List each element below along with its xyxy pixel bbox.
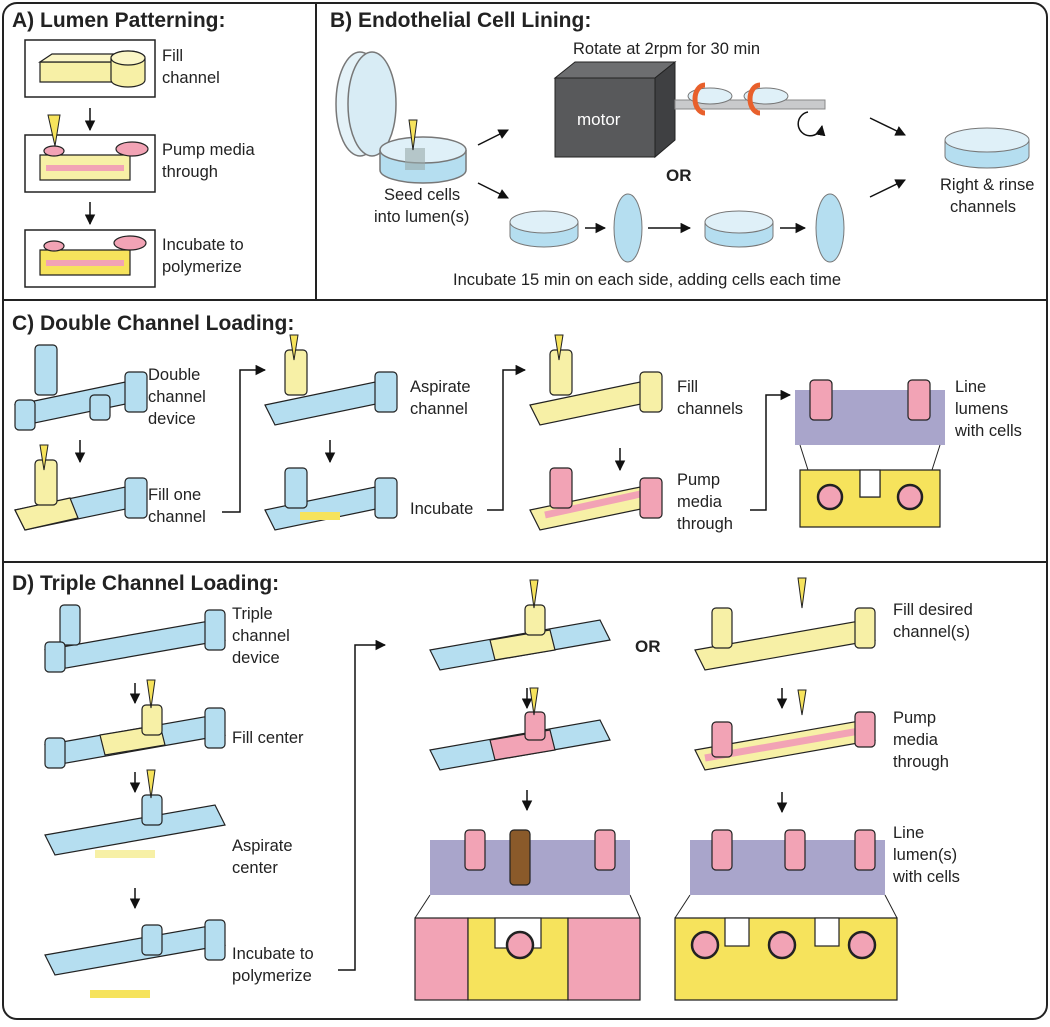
arrow-b-down: [477, 182, 509, 199]
d-right1-line2: channel(s): [893, 623, 970, 641]
d-right2-line2: media: [893, 731, 939, 749]
seed-line1: Seed cells: [384, 186, 460, 204]
device-c2: [14, 444, 148, 531]
flip-sequence: [509, 193, 845, 263]
arrow-b-up: [477, 129, 509, 146]
panel-d-or: OR: [635, 637, 661, 656]
d-left2-line1: Fill center: [232, 729, 304, 747]
device-c3: [264, 334, 398, 426]
rotating-dishes: [687, 82, 789, 116]
device-d5: [429, 579, 611, 671]
device-c4: [264, 467, 398, 531]
rotate-arrow-icon: [797, 111, 826, 137]
lumen-device-gel: [38, 50, 146, 88]
device-c5: [529, 334, 663, 426]
c-step1-line3: device: [148, 410, 196, 428]
device-d9: [694, 689, 876, 771]
c-step3-line2: channel: [410, 400, 468, 418]
arrow-b-right-bottom: [869, 179, 906, 198]
d-right3-line1: Line: [893, 824, 924, 842]
c-step7-line2: lumens: [955, 400, 1008, 418]
c-step3-line1: Aspirate: [410, 378, 471, 396]
device-c7: [795, 379, 945, 528]
device-d4: [44, 919, 226, 998]
lumen-device-pumped: [39, 114, 149, 181]
rinsed-dish: [944, 127, 1030, 169]
c-step7-line1: Line: [955, 378, 986, 396]
d-left1-line3: device: [232, 649, 280, 667]
d-left1-line2: channel: [232, 627, 290, 645]
panel-b-title: B) Endothelial Cell Lining:: [330, 9, 591, 32]
panel-a-step2-line2: through: [162, 163, 218, 181]
d-right2-line3: through: [893, 753, 949, 771]
dish-lid-standing: [335, 51, 397, 157]
panel-c-title: C) Double Channel Loading:: [12, 312, 294, 335]
motor-box: [553, 60, 677, 159]
seed-line2: into lumen(s): [374, 208, 469, 226]
panel-a-step3-line1: Incubate to: [162, 236, 244, 254]
d-right2-line1: Pump: [893, 709, 936, 727]
c-step1-line1: Double: [148, 366, 200, 384]
device-d1: [44, 604, 226, 673]
panel-a-title: A) Lumen Patterning:: [12, 9, 226, 32]
panel-d: D) Triple Channel Loading: Triple channe…: [12, 572, 973, 1001]
c-step4-line1: Incubate: [410, 500, 473, 518]
c-step6-line3: through: [677, 515, 733, 533]
right-line1: Right & rinse: [940, 176, 1034, 194]
panel-b-or: OR: [666, 166, 692, 185]
device-c1: [14, 344, 148, 431]
c-step5-line1: Fill: [677, 378, 698, 396]
device-d3: [44, 769, 226, 858]
rotate-label: Rotate at 2rpm for 30 min: [573, 40, 760, 58]
device-d2: [44, 679, 226, 769]
d-right3-line2: lumen(s): [893, 846, 957, 864]
d-right3-line3: with cells: [892, 868, 960, 886]
device-d8: [694, 577, 876, 671]
c-step7-line3: with cells: [954, 422, 1022, 440]
lumen-device-polymerized: [39, 235, 147, 276]
arrow-d-flow: [338, 639, 387, 971]
dish-with-device: [379, 119, 467, 184]
c-step6-line2: media: [677, 493, 723, 511]
device-c6: [529, 467, 663, 531]
device-d6: [429, 687, 611, 771]
panel-b: B) Endothelial Cell Lining: Rotate at 2r…: [330, 9, 1034, 289]
panel-a-step2-line1: Pump media: [162, 141, 255, 159]
d-left1-line1: Triple: [232, 605, 273, 623]
c-step6-line1: Pump: [677, 471, 720, 489]
c-step5-line2: channels: [677, 400, 743, 418]
arrow-c-flow2: [487, 364, 527, 511]
d-left3-line1: Aspirate: [232, 837, 293, 855]
panel-c: C) Double Channel Loading: Double channe…: [12, 312, 1022, 533]
c-step2-line2: channel: [148, 508, 206, 526]
device-d10: [674, 829, 898, 1001]
panel-a-step3-line2: polymerize: [162, 258, 242, 276]
device-d7: [414, 829, 641, 1001]
panel-d-title: D) Triple Channel Loading:: [12, 572, 279, 595]
d-left4-line2: polymerize: [232, 967, 312, 985]
motor-label: motor: [577, 110, 621, 129]
c-step1-line2: channel: [148, 388, 206, 406]
arrow-b-right-top: [869, 117, 906, 136]
d-right1-line1: Fill desired: [893, 601, 973, 619]
arrow-c-flow1: [222, 364, 267, 513]
panel-a-step1-line1: Fill: [162, 47, 183, 65]
arrow-c-flow3: [750, 389, 792, 511]
panel-a: A) Lumen Patterning: Fill channel Pump m…: [12, 9, 255, 288]
right-line2: channels: [950, 198, 1016, 216]
incubate-side-label: Incubate 15 min on each side, adding cel…: [453, 271, 841, 289]
d-left3-line2: center: [232, 859, 278, 877]
d-left4-line1: Incubate to: [232, 945, 314, 963]
panel-a-step1-line2: channel: [162, 69, 220, 87]
c-step2-line1: Fill one: [148, 486, 201, 504]
